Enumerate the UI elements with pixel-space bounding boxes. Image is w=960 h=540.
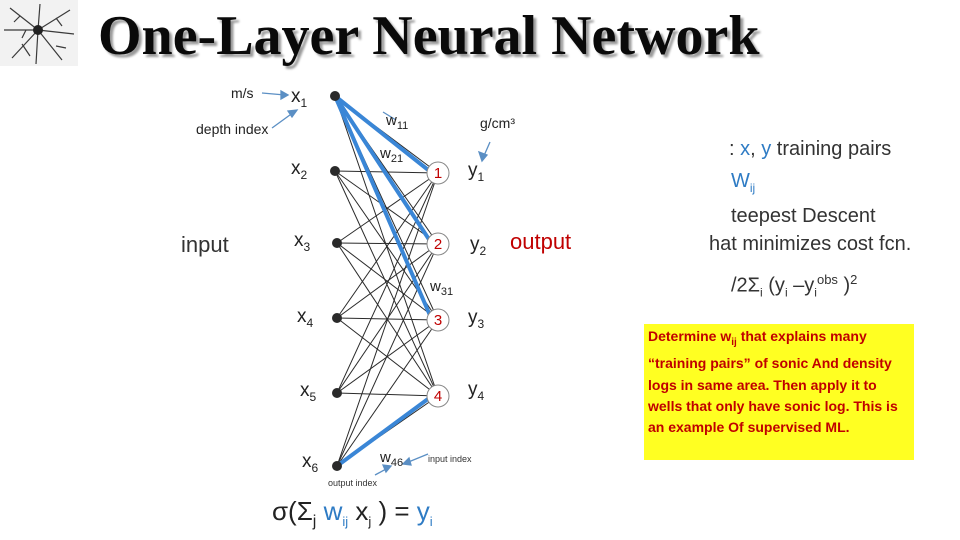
output-y2: y2 [470,234,487,258]
output-y3: y3 [468,307,485,331]
unit-gcm3-label: g/cm³ [480,115,515,131]
input-x6: x6 [302,451,319,475]
connection-edge [336,243,439,319]
connection-edge [336,319,439,467]
connection-edge [336,172,439,394]
output-node-number: 2 [434,236,442,253]
input-node [330,166,340,176]
page-title: One-Layer Neural Network [98,5,760,67]
output-node-number: 4 [434,388,442,405]
output-y4: y4 [468,379,485,403]
weight-w46: w46 [380,449,404,469]
weight-w21: w21 [380,145,404,165]
output-label: output [510,229,572,254]
weight-w31: w31 [430,278,454,298]
input-node [332,313,342,323]
depth-index-label: depth index [196,121,269,137]
input-node [330,91,340,101]
network-nodes: 1 2 3 4 [330,91,450,471]
input-x4: x4 [297,306,314,330]
output-node-number: 1 [434,165,442,182]
weight-w11: w11 [386,112,409,132]
input-x3: x3 [294,230,311,254]
neuron-logo [0,0,78,66]
connection-edge [336,172,439,319]
input-x2: x2 [291,158,308,182]
output-node-number: 3 [434,312,442,329]
input-node [332,388,342,398]
connection-edge [336,172,439,467]
highlighted-weight-edge [333,94,434,246]
connection-edge [336,243,439,467]
connection-edge [336,319,439,394]
input-x5: x5 [300,380,317,404]
input-index-label: input index [428,454,472,464]
highlighted-weight-edge [333,94,434,322]
connection-edge [336,172,439,244]
connection-edge [334,170,439,245]
connection-edge [336,392,439,397]
highlighted-weight-edge [333,94,434,175]
cost-formula: /2Σi (yi –yiobs )2 [731,272,858,300]
input-x1: x1 [291,86,308,110]
input-label: input [181,232,229,257]
output-index-label: output index [328,478,378,488]
unit-ms-label: m/s [231,85,254,101]
input-node [332,461,342,471]
steepest-descent-text: teepest Descent [731,205,876,227]
output-node [426,384,450,408]
w11-arrow [382,111,397,121]
supervised-ml-note: Determine wij that explains many “traini… [644,324,914,460]
connection-edge [336,242,439,245]
output-y1: y1 [468,160,485,184]
highlighted-weight-edge [335,394,434,468]
training-pairs-text: : x, y training pairs [729,138,892,160]
activation-formula: σ(Σj wij xj ) = yi [272,496,433,531]
highlighted-weights [333,94,434,468]
cost-fcn-text: hat minimizes cost fcn. [709,233,912,255]
output-node [426,161,450,185]
input-node [332,238,342,248]
connection-edge [334,170,439,397]
output-node [426,232,450,256]
weights-text: Wij [731,170,756,195]
output-node [426,308,450,332]
